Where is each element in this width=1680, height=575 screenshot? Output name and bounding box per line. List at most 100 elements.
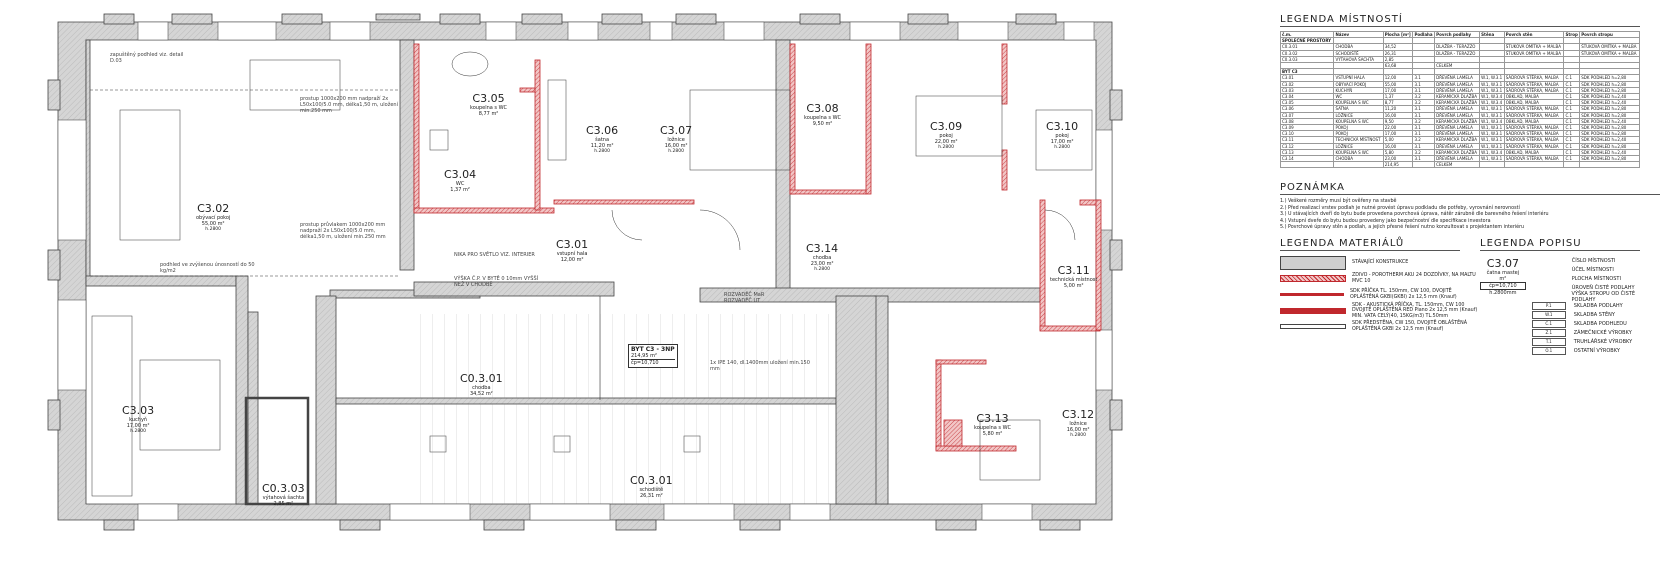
popis-row: O.1 OSTATNÍ VÝROBKY: [1531, 347, 1660, 356]
popis-label: SKLADBA PODLAHY: [1573, 303, 1623, 310]
floor-plan-drawing: [47, 13, 1123, 531]
room-label: C3.05 koupelna s WC 8,77 m²: [470, 92, 508, 117]
popis-row: ČÍSLO MÍSTNOSTI: [1532, 257, 1660, 266]
popis-label: ČÍSLO MÍSTNOSTI: [1571, 258, 1616, 265]
flat-tag: BYT C3 - 3NP 214,95 m² čp=10,710: [628, 344, 678, 368]
popis-key: Z.1: [1531, 329, 1566, 338]
note-rozvadec: ROZVADĚČ MaR ROZVADĚČ UT: [724, 292, 765, 304]
room-label: C3.02 obývací pokoj 55,00 m² h.2800: [196, 202, 231, 232]
popis-key: C.1: [1531, 320, 1566, 329]
room-label: C3.11 technická místnost 5,00 m²: [1050, 264, 1098, 289]
material-label: SDK PŘEDSTĚNA, CW 150, DVOJITĚ OBLÁŠTĚNÁ…: [1352, 321, 1468, 332]
material-row: STÁVAJÍCÍ KONSTRUKCE: [1280, 255, 1480, 271]
note-nika: NIKA PRO SVĚTLO VIZ. INTERIER: [454, 252, 535, 258]
popis-row: Z.1 ZÁMEČNICKÉ VÝROBKY: [1531, 329, 1660, 338]
legend-notes-title: POZNÁMKA: [1280, 182, 1660, 196]
materials-list: STÁVAJÍCÍ KONSTRUKCE ZDIVO - POROTHERM AK…: [1280, 255, 1480, 335]
room-label: C3.03 kuchyň 17,00 m² h.2800: [122, 404, 155, 434]
room-label: C0.3.01 chodba 34,52 m²: [460, 372, 503, 397]
popis-label: PLOCHA MÍSTNOSTI: [1571, 276, 1621, 283]
popis-row: ÚČEL MÍSTNOSTI: [1532, 266, 1660, 275]
popis-key: O.1: [1531, 347, 1566, 356]
popis-key: [1532, 294, 1564, 300]
popis-row: PLOCHA MÍSTNOSTI: [1532, 275, 1660, 284]
popis-label: ZÁMEČNICKÉ VÝROBKY: [1573, 330, 1632, 337]
popis-key: T.1: [1531, 338, 1566, 347]
popis-row: W.1 SKLADBA STĚNY: [1531, 311, 1660, 320]
note-podhled: zapuštěný podhled viz. detail D.03: [110, 52, 184, 64]
material-row: SDK - AKUSTICKÁ PŘÍČKA, TL. 150mm, CW 10…: [1280, 303, 1480, 319]
popis-key: [1532, 267, 1564, 273]
note-item: 5.) Povrchové úpravy stěn a podlah, a je…: [1280, 225, 1525, 231]
interior-lines: [90, 51, 1093, 497]
room-label: C3.12 ložnice 16,00 m² h.2800: [1062, 408, 1095, 438]
room-label: C3.08 koupelna s WC 9,50 m²: [804, 102, 842, 127]
material-swatch: [1280, 293, 1344, 297]
room-label: C3.04 WC 1,37 m²: [444, 168, 477, 193]
new-partitions: [413, 43, 1102, 452]
legend-materials-title: LEGENDA MATERIÁLŮ: [1280, 238, 1460, 251]
popis-key: P.1: [1531, 302, 1566, 311]
popis-label: VÝŠKA STROPU OD ČISTÉ PODLAHY: [1571, 291, 1636, 304]
material-swatch: [1280, 324, 1346, 330]
room-label: C0.3.03 výtahová šachta 2,85 m²: [262, 482, 305, 507]
popis-key: [1532, 285, 1564, 291]
material-row: ZDIVO - POROTHERM AKU 24 DOZDÍVKY, NA MA…: [1280, 271, 1480, 287]
note-item: 2.) Před realizací vrstev podlah je nutn…: [1280, 205, 1520, 211]
popis-label: TRUHLÁŘSKÉ VÝROBKY: [1573, 339, 1633, 346]
popis-label: OSTATNÍ VÝROBKY: [1573, 348, 1620, 355]
popis-key: [1532, 276, 1564, 282]
note-podhled-unosnost: podhled ve zvýšenou únosností do 50 kg/m…: [160, 262, 255, 274]
popis-row: VÝŠKA STROPU OD ČISTÉ PODLAHY: [1532, 291, 1660, 304]
room-label: C3.13 koupelna s WC 5,80 m²: [974, 412, 1012, 437]
room-label: C0.3.01 schodiště 26,31 m²: [630, 474, 673, 499]
popis-label: ÚROVEŇ ČISTÉ PODLAHY: [1571, 285, 1635, 292]
popis-row: ÚROVEŇ ČISTÉ PODLAHY: [1532, 284, 1660, 293]
material-row: SDK PŘEDSTĚNA, CW 150, DVOJITĚ OBLÁŠTĚNÁ…: [1280, 319, 1480, 335]
popis-key: W.1: [1531, 311, 1566, 320]
stairs-hatch-lower: [420, 404, 840, 504]
material-label: ZDIVO - POROTHERM AKU 24 DOZDÍVKY, NA MA…: [1352, 273, 1476, 284]
material-label: SDK PŘÍČKA TL. 150mm, CW 100, DVOJITĚ OP…: [1350, 289, 1457, 300]
popis-label: ÚČEL MÍSTNOSTI: [1571, 267, 1614, 274]
note-prostup-mid: prostup průvlakem 1000x200 mm nadpraží 2…: [300, 222, 386, 240]
popis-row: T.1 TRUHLÁŘSKÉ VÝROBKY: [1531, 338, 1660, 347]
table-row: BYT C3: [1279, 68, 1640, 76]
material-swatch: [1280, 307, 1346, 314]
legend-popis-title: LEGENDA POPISU: [1480, 238, 1640, 251]
note-ipe: 1x IPE 140, dl.1400mm uložení min.150 mm: [710, 360, 810, 372]
room-label: C3.10 pokoj 17,00 m² h.2800: [1046, 120, 1079, 150]
material-row: SDK PŘÍČKA TL. 150mm, CW 100, DVOJITĚ OP…: [1280, 287, 1480, 303]
note-item: 3.) U stávajících dveří do bytu bude pro…: [1280, 212, 1549, 218]
room-label: C3.01 vstupní hala 12,00 m²: [556, 238, 589, 263]
popis-label: SKLADBA STĚNY: [1573, 312, 1615, 319]
note-item: 1.) Veškeré rozměry musí být ověřeny na …: [1280, 199, 1397, 205]
material-label: SDK - AKUSTICKÁ PŘÍČKA, TL. 150mm, CW 10…: [1352, 302, 1478, 319]
material-swatch: [1280, 275, 1346, 283]
room-label: C3.06 šatna 11,20 m² h.2800: [586, 124, 619, 154]
popis-row: P.1 SKLADBA PODLAHY: [1531, 302, 1660, 311]
room-label: C3.14 chodba 23,00 m² h.2800: [806, 242, 839, 272]
material-swatch: [1280, 255, 1346, 270]
room-label: C3.07 ložnice 16,00 m² h.2800: [660, 124, 693, 154]
legend-rooms-title: LEGENDA MÍSTNOSTÍ: [1280, 14, 1640, 27]
popis-sample: C3.07 čatna mastej m² čp=10,710 h.2800mm: [1480, 257, 1526, 356]
material-label: STÁVAJÍCÍ KONSTRUKCE: [1352, 260, 1409, 266]
note-item: 4.) Vstupní dveře do bytu budou proveden…: [1280, 218, 1491, 224]
